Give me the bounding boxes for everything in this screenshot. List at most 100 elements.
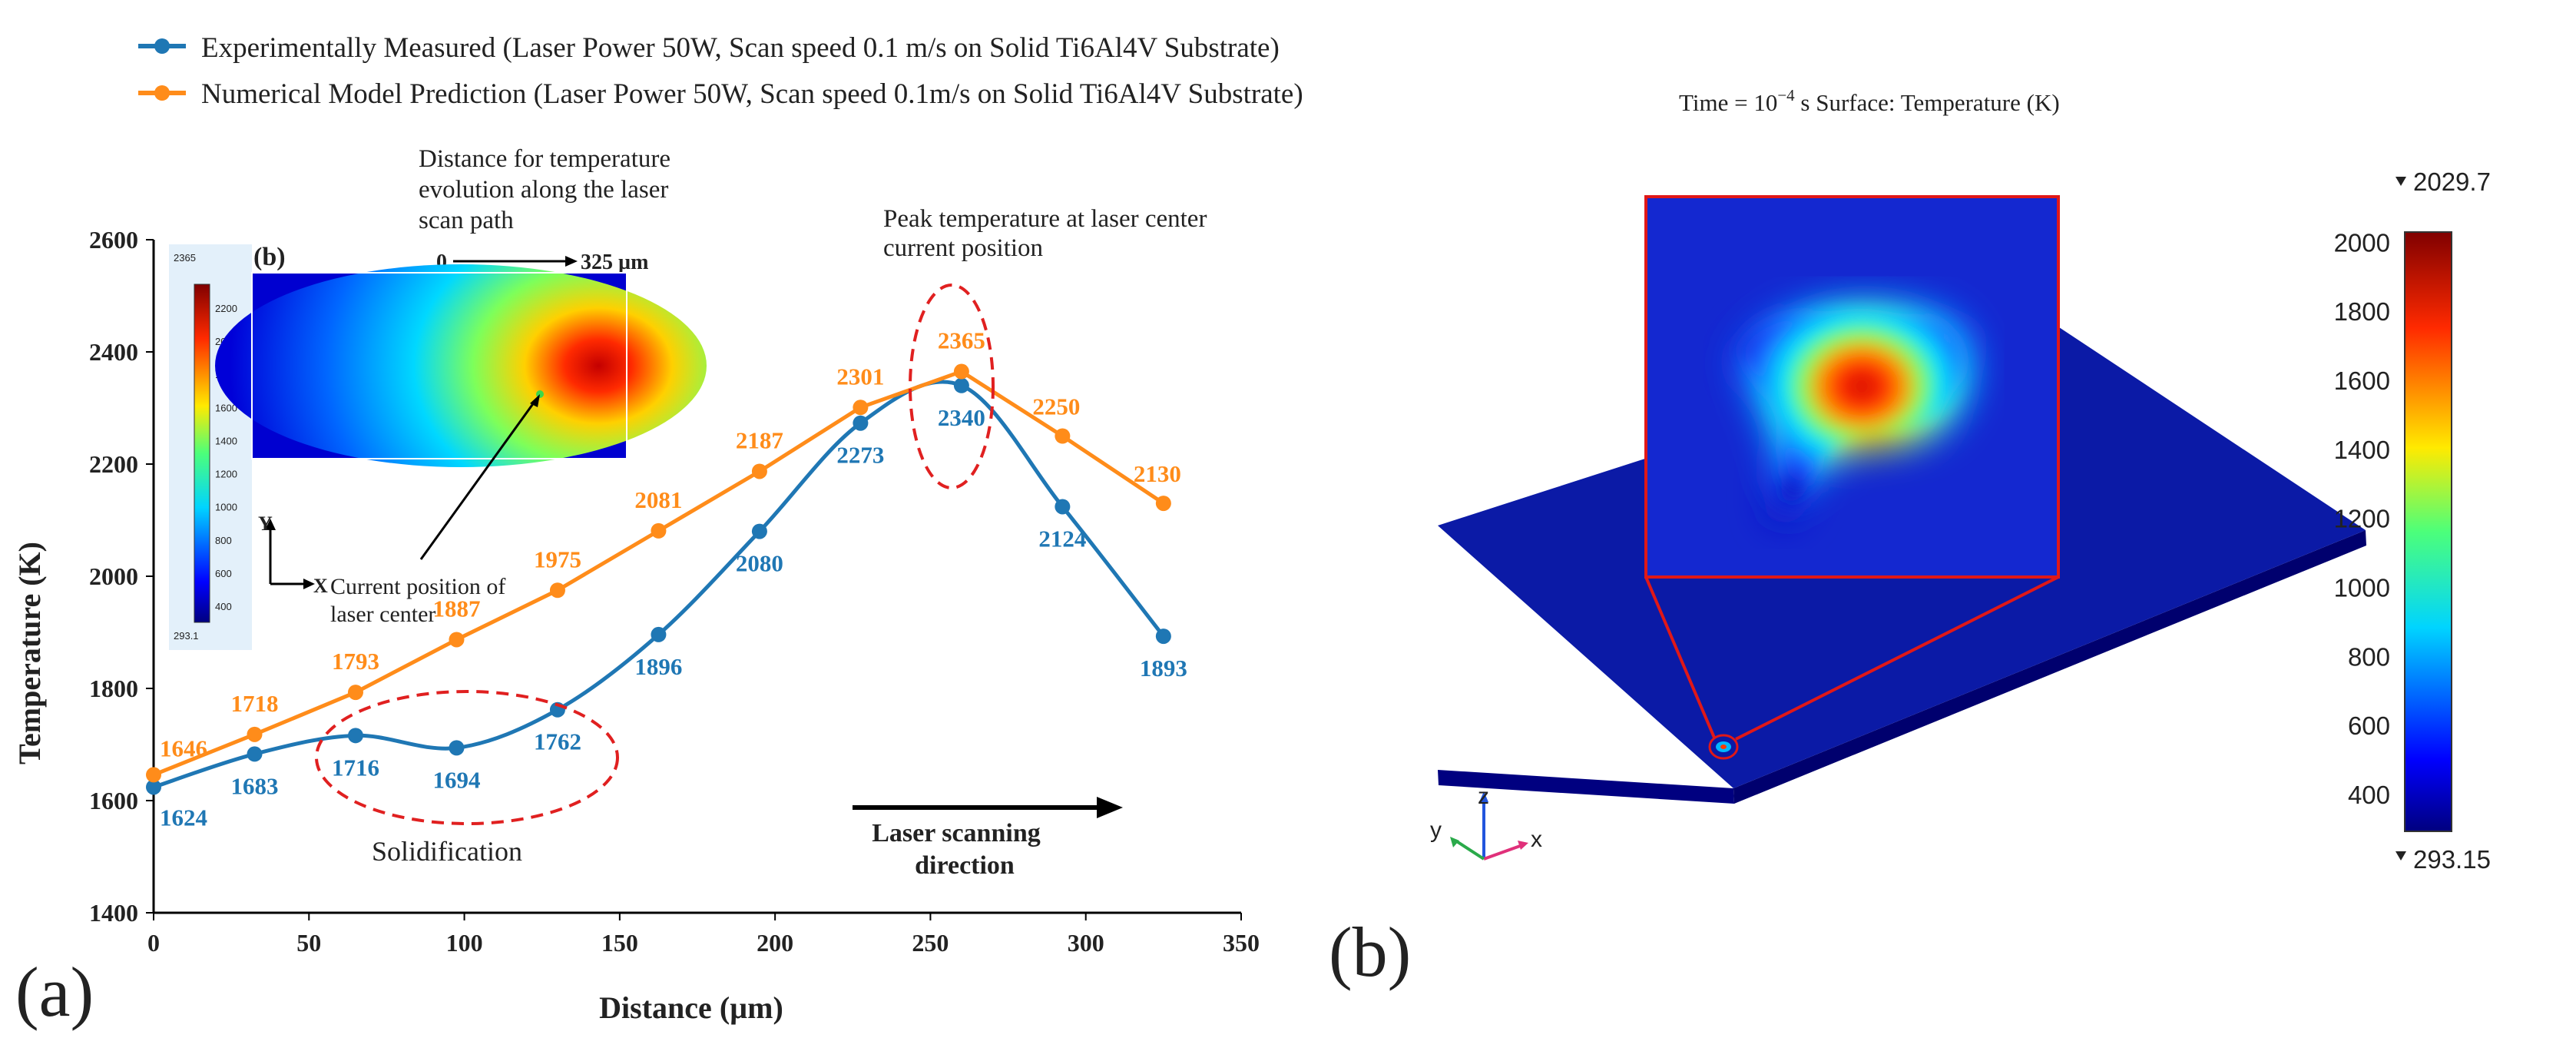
legend-item-experimental: Experimentally Measured (Laser Power 50W…	[138, 32, 1280, 64]
data-label: 2250	[1032, 393, 1080, 420]
inset-tag: (b)	[253, 243, 286, 271]
y-tick-label: 1600	[89, 787, 138, 814]
colorbar-tick-label: 800	[2348, 642, 2390, 671]
data-label: 2081	[634, 486, 682, 513]
y-tick-label: 2200	[89, 450, 138, 478]
colorbar-tick-label: 400	[2348, 781, 2390, 809]
data-label: 1624	[160, 804, 207, 831]
zoom-inset	[1644, 195, 2060, 579]
x-tick-label: 100	[446, 929, 483, 957]
data-label: 2365	[938, 327, 985, 354]
data-point	[751, 463, 767, 479]
zoom-circle	[1708, 734, 1739, 760]
y-tick-label: 2400	[89, 338, 138, 366]
data-label: 1887	[432, 595, 480, 622]
x-tick-label: 0	[147, 929, 160, 957]
panel-b-colorbar: 2029.7 293.15 20001800160014001200100080…	[2334, 167, 2491, 874]
y-tick-label: 2600	[89, 226, 138, 254]
scan-direction-arrow	[853, 797, 1123, 818]
data-label: 2340	[938, 404, 985, 431]
colorbar-max: 2029.7	[2413, 167, 2491, 196]
inset-axis-y: Y	[258, 512, 273, 535]
zoom-line-right	[1735, 575, 2059, 741]
data-point	[853, 415, 869, 431]
data-label: 2273	[836, 442, 884, 469]
data-label: 1762	[534, 728, 581, 755]
distance-note-line1: Distance for temperature	[419, 145, 670, 173]
data-label: 2301	[836, 363, 884, 390]
data-point	[449, 740, 465, 756]
inset-axes-icon	[265, 519, 315, 589]
data-label: 1793	[332, 648, 379, 675]
panel-b-title: Time = 10−4 s Surface: Temperature (K)	[1679, 86, 2060, 116]
panel-b-label: (b)	[1329, 913, 1411, 991]
x-tick-label: 150	[601, 929, 638, 957]
current-position-pointer	[419, 394, 540, 560]
peak-note-line2: current position	[883, 234, 1043, 262]
colorbar-tick-label: 1200	[2334, 505, 2390, 533]
series-numerical: 1646171817931887197520812187230123652250…	[146, 327, 1181, 783]
inset-colorbar-tick: 800	[215, 535, 232, 546]
scale-bar-end: 325 µm	[581, 250, 648, 274]
x-tick-label: 300	[1068, 929, 1104, 957]
data-point	[549, 582, 565, 599]
x-tick-label: 50	[296, 929, 321, 957]
data-point	[1155, 496, 1171, 512]
inset-simulation: 2365 293.1 22002000180016001400120010008…	[169, 243, 707, 650]
data-point	[953, 363, 969, 380]
inset-colorbar-max: 2365	[174, 252, 196, 264]
data-point	[853, 400, 869, 416]
colorbar-tick-label: 1600	[2334, 366, 2390, 395]
current-position-line1: Current position of	[330, 574, 505, 599]
x-axis-label: Distance (µm)	[599, 990, 783, 1025]
inset-colorbar-tick: 1200	[215, 469, 237, 480]
zoom-line-left	[1644, 576, 1716, 738]
inset-colorbar-tick: 2200	[215, 303, 237, 314]
legend: Experimentally Measured (Laser Power 50W…	[138, 32, 1303, 110]
inset-colorbar-tick: 1000	[215, 502, 237, 513]
colorbar-tick-label: 600	[2348, 711, 2390, 740]
x-tick-label: 250	[912, 929, 949, 957]
panel-b-title-suffix: s Surface: Temperature (K)	[1795, 89, 2060, 116]
solidification-label: Solidification	[372, 836, 522, 867]
data-label: 2187	[736, 426, 783, 453]
colorbar-min: 293.15	[2413, 845, 2491, 874]
triad-x-label: x	[1531, 827, 1542, 852]
legend-label-experimental: Experimentally Measured (Laser Power 50W…	[201, 32, 1280, 64]
x-tick-label: 350	[1223, 929, 1260, 957]
data-point	[146, 767, 161, 783]
y-axis-label: Temperature (K)	[12, 542, 47, 764]
inset-melt-pool	[215, 264, 707, 467]
data-label: 1716	[332, 754, 379, 781]
data-point	[146, 779, 161, 795]
colorbar-tick-label: 1400	[2334, 436, 2390, 464]
inset-colorbar-tick: 600	[215, 568, 232, 579]
data-label: 1975	[534, 546, 581, 572]
data-point	[347, 685, 363, 701]
y-tick-label: 1800	[89, 675, 138, 702]
inset-colorbar	[194, 284, 210, 623]
triad-z-label: z	[1478, 784, 1489, 809]
panel-b-title-exponent: −4	[1777, 86, 1795, 104]
inset-axis-x: X	[313, 575, 328, 597]
inset-colorbar-tick: 400	[215, 601, 232, 612]
y-tick-label: 1400	[89, 899, 138, 927]
distance-note-line2: evolution along the laser	[419, 176, 668, 204]
orientation-triad	[1450, 791, 1528, 861]
series-line	[153, 380, 1165, 789]
legend-label-numerical: Numerical Model Prediction (Laser Power …	[201, 78, 1303, 110]
inset-colorbar-min: 293.1	[174, 630, 199, 642]
data-label: 2080	[736, 550, 783, 577]
data-label: 1718	[230, 690, 278, 717]
x-tick-label: 200	[757, 929, 793, 957]
colorbar-tick-label: 1800	[2334, 297, 2390, 326]
data-label: 1694	[432, 766, 480, 793]
svg-text:Time = 10−4 s Surface: Temp: Time = 10−4 s Surface: Temperature (K)	[1679, 86, 2060, 116]
scan-direction-line2: direction	[915, 851, 1015, 880]
data-point	[1055, 499, 1071, 515]
data-point	[347, 728, 363, 744]
